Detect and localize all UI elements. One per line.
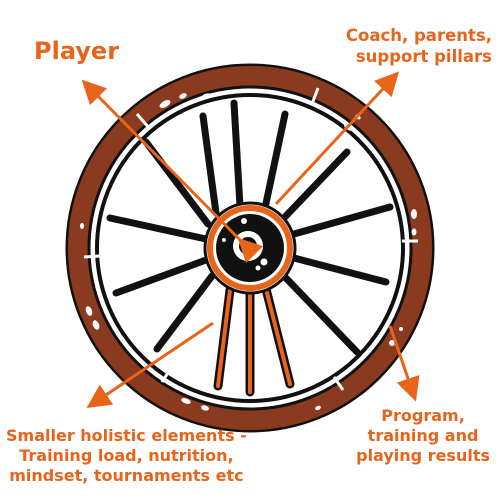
coach-label-line: Coach, parents, — [345, 26, 492, 45]
program-label-line: playing results — [356, 446, 490, 465]
program-label-line: training and — [367, 426, 479, 445]
wheel-rim — [65, 63, 435, 433]
coach-label: Coach, parents, support pillars — [346, 26, 492, 67]
player-label: Player — [34, 37, 120, 65]
program-label-line: Program, — [381, 406, 465, 425]
spoke — [153, 272, 216, 353]
spoke — [290, 254, 390, 286]
arrow-icons — [81, 71, 420, 409]
arrow-icon — [388, 325, 420, 402]
spoke — [112, 256, 210, 297]
spoke — [280, 272, 361, 356]
smaller-elements-label-line: Smaller holistic elements - — [6, 426, 247, 445]
arrow-icon — [86, 321, 214, 409]
arrow-icon — [274, 71, 400, 206]
coach-label-line: support pillars — [355, 46, 492, 66]
smaller-elements-label: Smaller holistic elements - Training loa… — [6, 426, 247, 486]
program-label: Program, training and playing results — [356, 406, 490, 466]
arrow-icon — [81, 79, 264, 264]
spoke — [290, 203, 394, 238]
spoke — [199, 112, 220, 217]
spoke — [279, 148, 351, 223]
smaller-elements-label-line: Training load, nutrition, — [19, 446, 234, 465]
spoke — [230, 99, 244, 210]
spoke — [261, 110, 289, 212]
spoke — [106, 214, 210, 243]
smaller-elements-label-line: mindset, tournaments etc — [9, 466, 244, 485]
